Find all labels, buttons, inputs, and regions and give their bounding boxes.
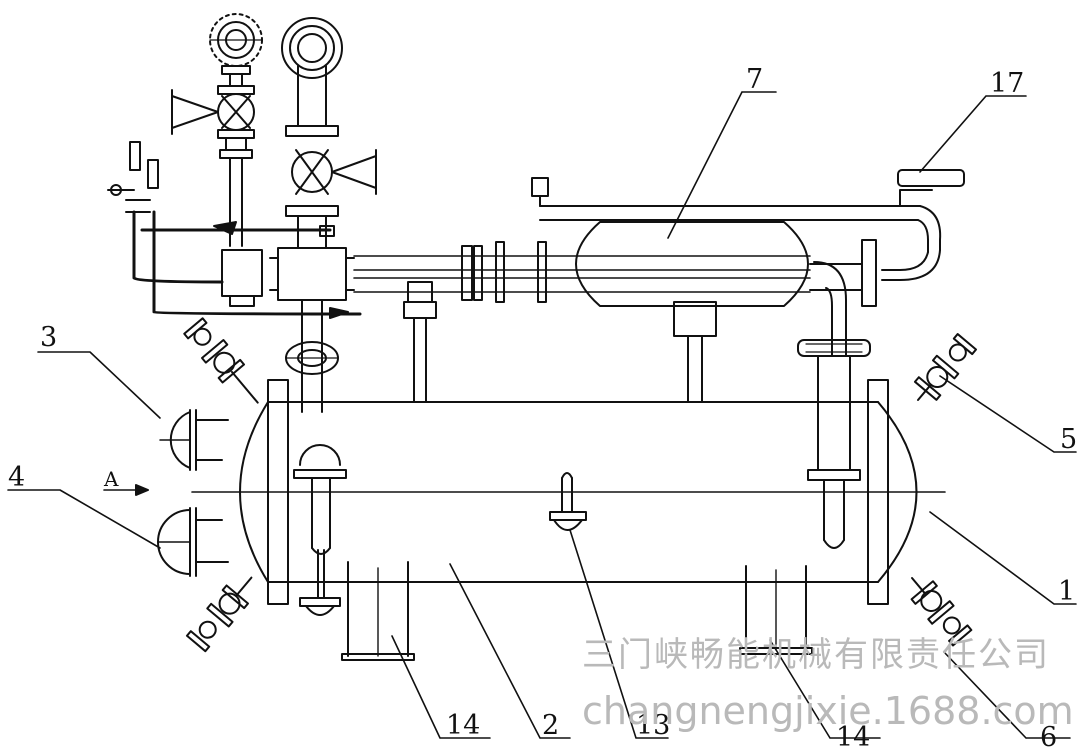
angled-valve-top-left (183, 317, 259, 404)
main-vessel (191, 379, 946, 605)
label-3: 3 (40, 322, 57, 353)
bypass-pipe-17 (531, 169, 965, 281)
top-flange-right (281, 17, 343, 137)
gate-valve-left (171, 89, 255, 247)
left-manhole-3 (159, 409, 229, 471)
label-a: A (103, 467, 119, 491)
angled-valve-bottom-left (185, 576, 253, 653)
horizontal-main-pipe (221, 241, 811, 307)
angled-valve-5 (913, 333, 978, 401)
gate-valve-right (285, 149, 377, 413)
support-left-14 (341, 561, 415, 661)
bottom-nozzle-13 (549, 472, 587, 531)
right-elbow (809, 239, 877, 357)
pipe-support (403, 281, 437, 403)
label-14-left: 14 (446, 710, 480, 741)
angled-valve-6 (910, 577, 973, 647)
support-right-14 (739, 565, 813, 655)
label-2: 2 (542, 710, 559, 741)
separator-7 (575, 221, 809, 403)
label-5: 5 (1060, 424, 1077, 455)
right-inner-pipe (797, 339, 871, 549)
label-1: 1 (1058, 576, 1075, 607)
label-4: 4 (8, 462, 25, 493)
label-14-right: 14 (836, 722, 870, 753)
watermark-company: 三门峡畅能机械有限责任公司 (582, 635, 1050, 675)
top-flange-left (209, 13, 263, 95)
left-manhole-4 (157, 507, 229, 577)
label-13: 13 (636, 710, 670, 741)
arrow-a (103, 484, 149, 496)
watermark-url: changnengjixie.1688.com (582, 689, 1074, 733)
lower-flange-disk (285, 341, 339, 375)
label-6: 6 (1040, 722, 1057, 753)
leader-lines (7, 91, 1077, 739)
label-17: 17 (990, 68, 1024, 99)
instrument-tubing (107, 141, 362, 319)
label-7: 7 (746, 64, 763, 95)
left-inner-pipe (293, 444, 347, 616)
